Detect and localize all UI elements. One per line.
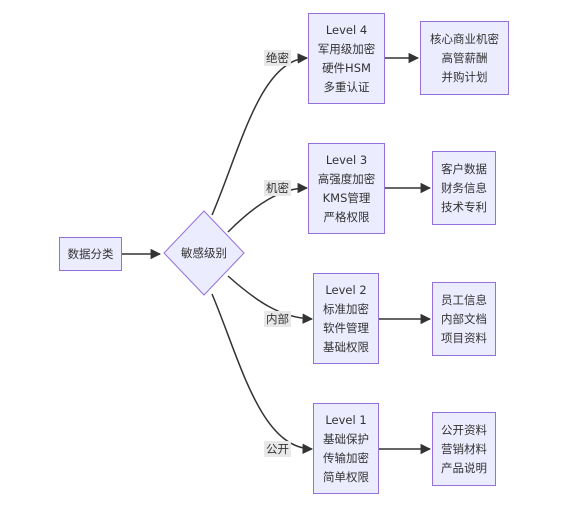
level2-node: Level 2 标准加密 软件管理 基础权限 xyxy=(313,273,379,364)
data2-line-1: 员工信息 xyxy=(441,292,487,307)
decision-node: 敏感级别 xyxy=(163,210,245,296)
edge-to-level2 xyxy=(227,275,314,324)
data4-line-3: 并购计划 xyxy=(441,69,488,84)
level2-line-2: 标准加密 xyxy=(323,301,369,316)
root-node: 数据分类 xyxy=(59,237,122,271)
level2-line-1: Level 2 xyxy=(325,282,367,297)
edge-label-confidential: 机密 xyxy=(264,180,291,196)
root-node-label: 数据分类 xyxy=(67,246,114,261)
level1-line-2: 基础保护 xyxy=(323,431,369,446)
edge-label-public: 公开 xyxy=(264,441,291,457)
data3-line-1: 客户数据 xyxy=(441,161,487,176)
data1-node: 公开资料 营销材料 产品说明 xyxy=(432,412,496,486)
decision-diamond-shape xyxy=(163,210,245,296)
decision-node-label: 敏感级别 xyxy=(181,246,227,260)
level2-line-4: 基础权限 xyxy=(323,339,369,354)
data4-line-1: 核心商业机密 xyxy=(430,31,499,46)
data3-line-3: 技术专利 xyxy=(441,199,487,214)
level1-line-3: 传输加密 xyxy=(323,450,369,465)
data3-line-2: 财务信息 xyxy=(441,180,487,195)
edge-label-top-secret: 绝密 xyxy=(264,50,291,66)
level2-line-3: 软件管理 xyxy=(323,320,369,335)
data2-line-2: 内部文档 xyxy=(441,311,487,326)
edge-label-internal: 内部 xyxy=(264,311,291,327)
level1-line-4: 简单权限 xyxy=(323,469,369,484)
data1-line-3: 产品说明 xyxy=(441,460,487,475)
level4-line-1: Level 4 xyxy=(325,22,368,37)
data4-line-2: 高管薪酬 xyxy=(441,50,488,65)
data3-node: 客户数据 财务信息 技术专利 xyxy=(432,151,496,225)
edge-to-level4 xyxy=(211,53,309,216)
level4-line-4: 多重认证 xyxy=(323,79,370,94)
level1-line-1: Level 1 xyxy=(325,412,367,427)
data1-line-2: 营销材料 xyxy=(441,441,487,456)
data1-line-1: 公开资料 xyxy=(441,422,487,437)
level3-line-4: 严格权限 xyxy=(323,209,370,224)
level3-line-1: Level 3 xyxy=(325,152,368,167)
edge-to-level3 xyxy=(227,182,309,233)
level1-node: Level 1 基础保护 传输加密 简单权限 xyxy=(313,403,379,494)
level3-line-3: KMS管理 xyxy=(322,190,371,205)
level4-node: Level 4 军用级加密 硬件HSM 多重认证 xyxy=(308,13,385,104)
data2-line-3: 项目资料 xyxy=(441,330,487,345)
level4-line-2: 军用级加密 xyxy=(317,41,376,56)
data4-node: 核心商业机密 高管薪酬 并购计划 xyxy=(420,21,509,95)
level3-node: Level 3 高强度加密 KMS管理 严格权限 xyxy=(308,143,385,234)
data2-node: 员工信息 内部文档 项目资料 xyxy=(432,282,496,356)
level4-line-3: 硬件HSM xyxy=(322,60,371,75)
edge-to-level1 xyxy=(211,293,314,455)
level3-line-2: 高强度加密 xyxy=(317,171,376,186)
